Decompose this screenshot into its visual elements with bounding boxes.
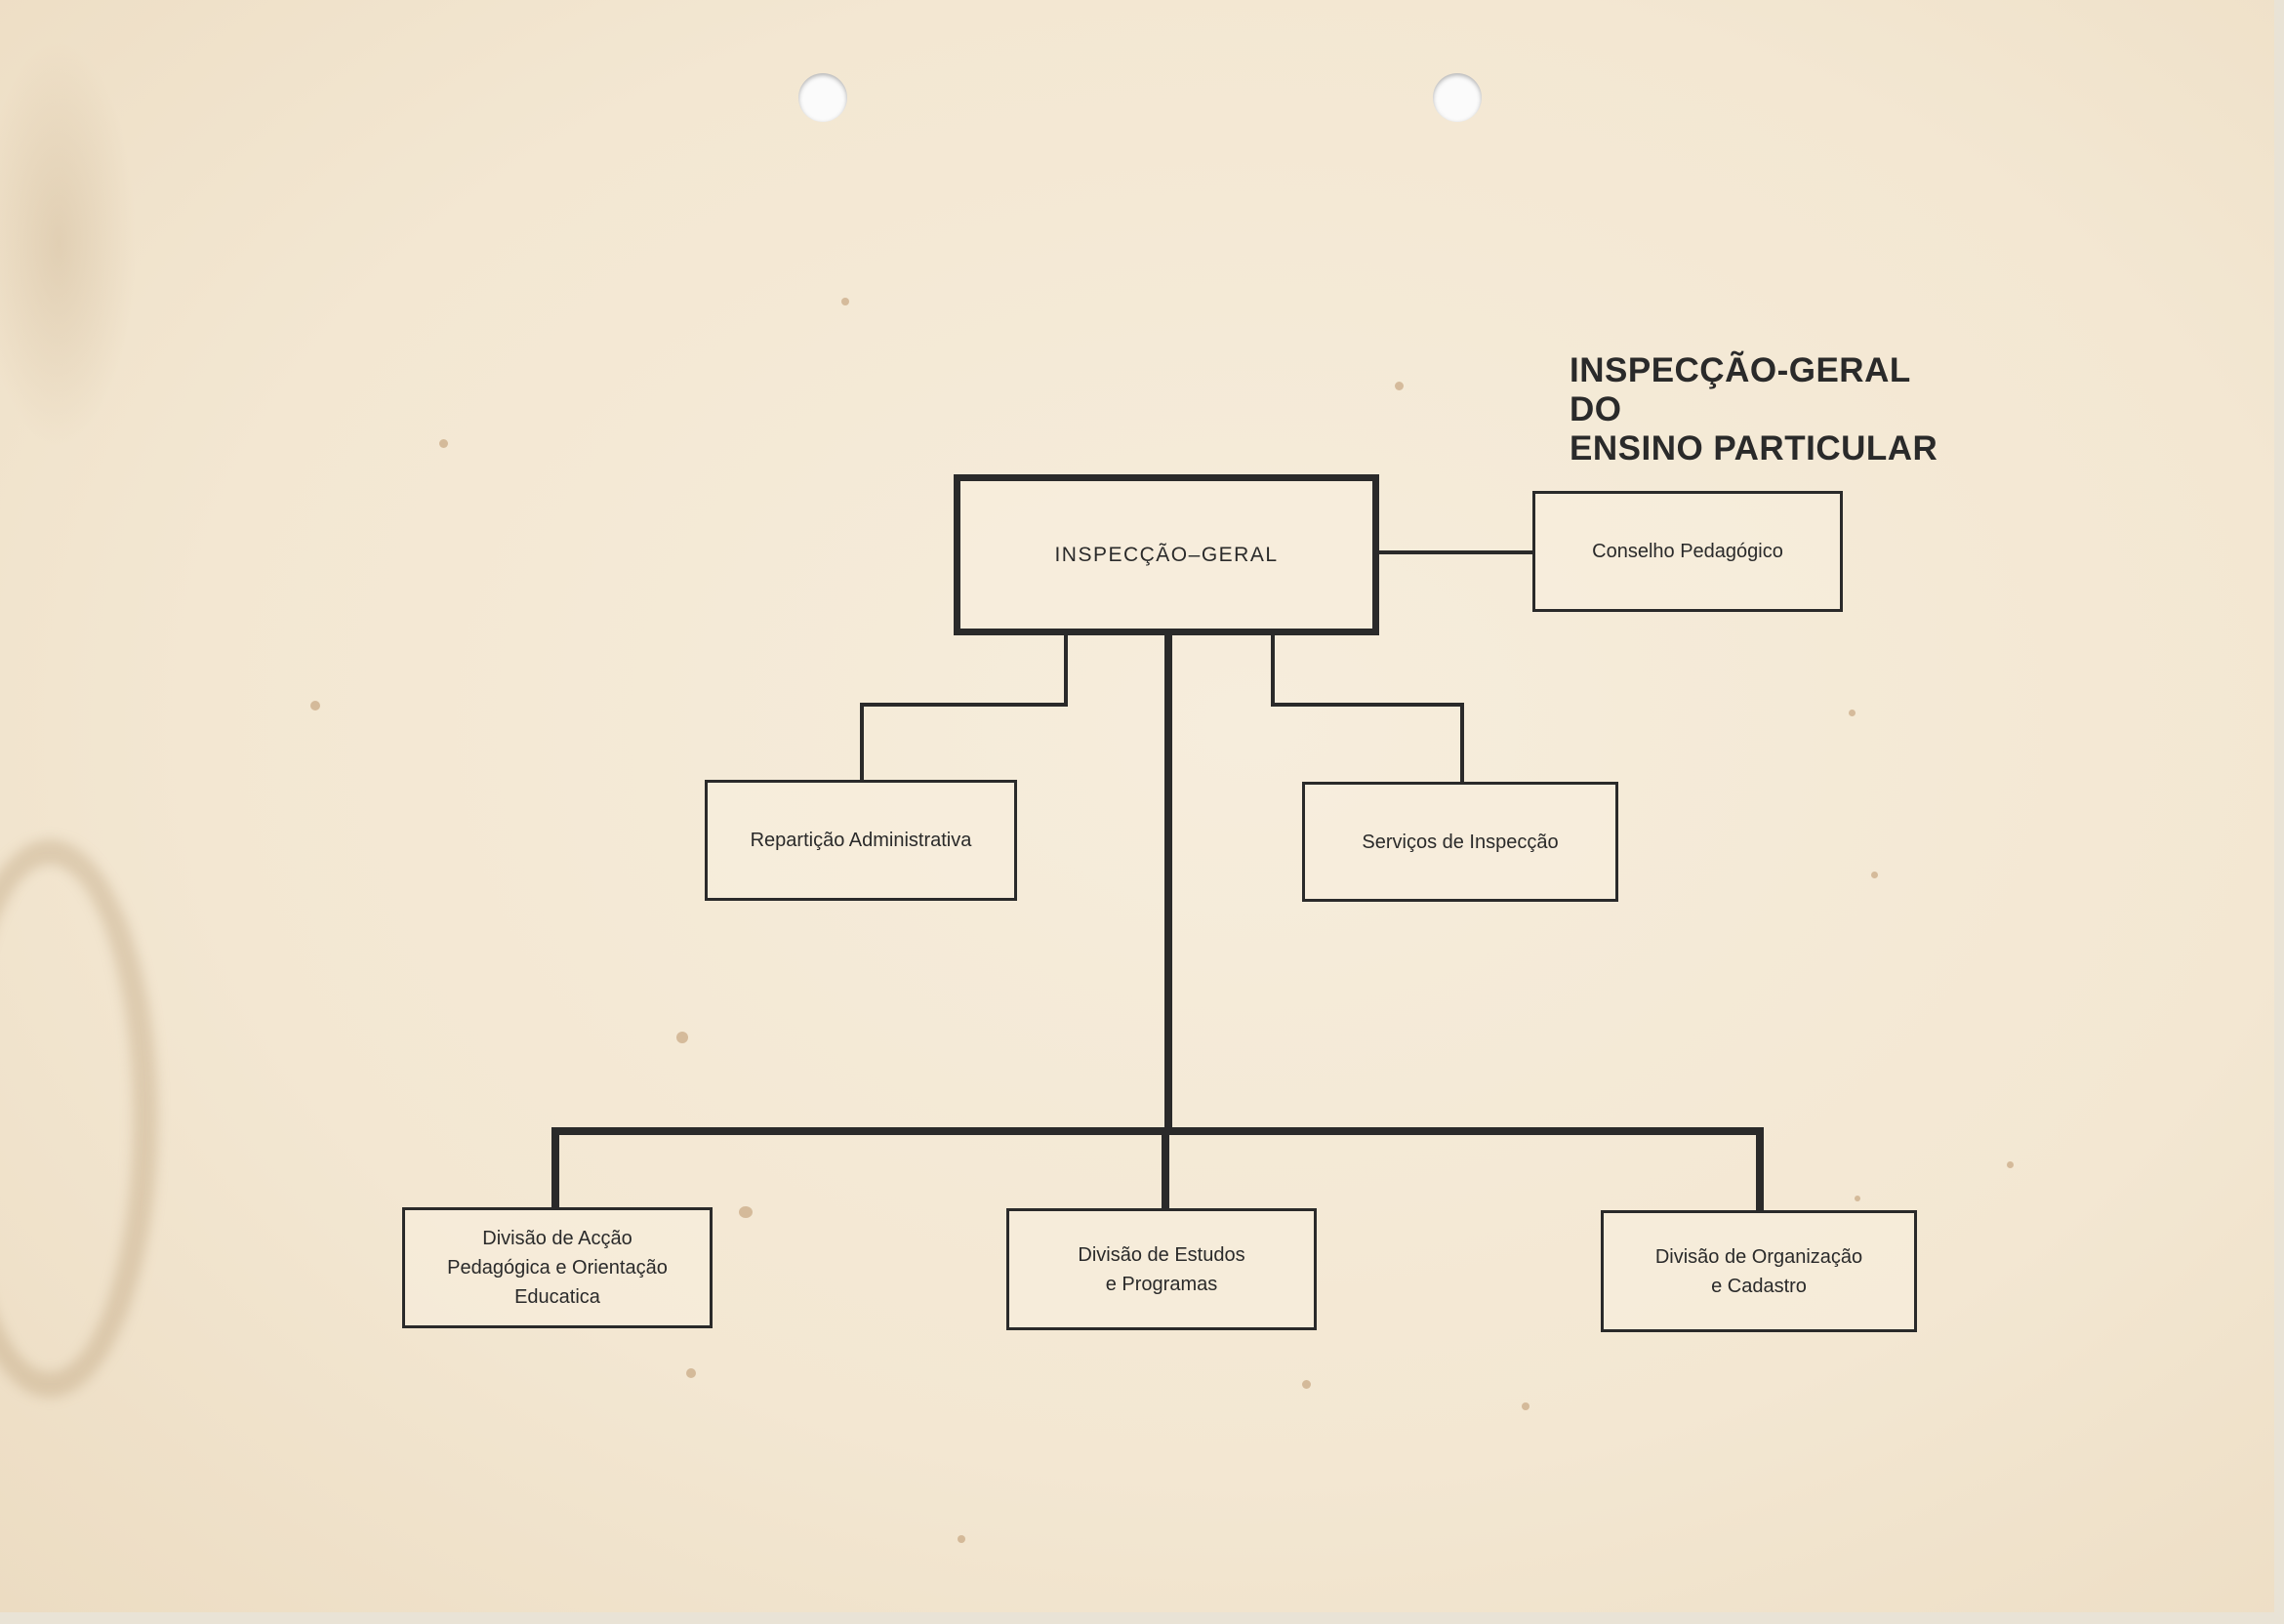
node-label: Serviços de Inspecção	[1362, 831, 1559, 853]
foxing-speck	[1849, 710, 1856, 716]
node-label-line: Divisão de Estudos	[1078, 1243, 1245, 1266]
foxing-speck	[841, 298, 849, 305]
node-label-line: Pedagógica e Orientação	[447, 1257, 668, 1279]
node-label-line: e Programas	[1105, 1273, 1218, 1295]
node-servicos-inspeccao: Serviços de Inspecção	[1302, 782, 1618, 902]
node-label: Conselho Pedagógico	[1592, 541, 1783, 562]
title-line-2: DO	[1570, 390, 1622, 428]
node-divisao-estudos-programas: Divisão de Estudos e Programas	[1006, 1208, 1317, 1330]
node-conselho-pedagogico: Conselho Pedagógico	[1532, 491, 1843, 612]
edge-reparticao-administrativa	[860, 634, 1068, 782]
foxing-speck	[686, 1368, 696, 1378]
node-label-line: Divisão de Organização	[1654, 1245, 1863, 1268]
node-label-line: Divisão de Acção	[482, 1228, 632, 1249]
title-line-3: ENSINO PARTICULAR	[1570, 429, 1938, 467]
node-label-line: Educatica	[514, 1286, 600, 1308]
foxing-speck	[739, 1206, 753, 1218]
node-label: Repartição Administrativa	[750, 830, 972, 851]
node-divisao-accao-pedagogica: Divisão de Acção Pedagógica e Orientação…	[402, 1207, 713, 1328]
node-divisao-organizacao-cadastro: Divisão de Organização e Cadastro	[1601, 1210, 1917, 1332]
foxing-speck	[1395, 382, 1404, 390]
foxing-speck	[1855, 1196, 1860, 1201]
document-title: INSPECÇÃO-GERAL DO ENSINO PARTICULAR	[1570, 351, 1937, 468]
node-label: INSPECÇÃO–GERAL	[1054, 543, 1279, 566]
punch-hole	[1433, 73, 1482, 122]
foxing-speck	[310, 701, 320, 710]
foxing-speck	[439, 439, 448, 448]
foxing-speck	[676, 1032, 688, 1043]
foxing-speck	[1871, 872, 1878, 878]
node-inspeccao-geral: INSPECÇÃO–GERAL	[954, 474, 1379, 635]
node-reparticao-administrativa: Repartição Administrativa	[705, 780, 1017, 901]
paper-stain	[0, 39, 137, 449]
foxing-speck	[2007, 1161, 2014, 1168]
node-label-line: e Cadastro	[1711, 1275, 1807, 1297]
edge-servicos-inspeccao	[1271, 634, 1464, 783]
title-line-1: INSPECÇÃO-GERAL	[1570, 351, 1911, 389]
foxing-speck	[1302, 1380, 1311, 1389]
foxing-speck	[958, 1535, 965, 1543]
punch-hole	[798, 73, 847, 122]
foxing-speck	[1522, 1402, 1529, 1410]
